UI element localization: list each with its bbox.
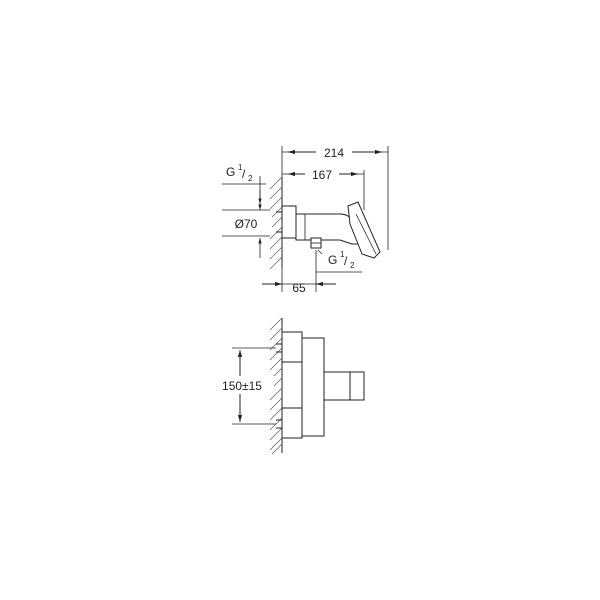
mixer-body-front bbox=[301, 337, 325, 437]
svg-text:/: / bbox=[242, 167, 246, 181]
svg-text:G: G bbox=[226, 165, 235, 179]
svg-text:2: 2 bbox=[350, 261, 355, 270]
svg-text:G: G bbox=[328, 253, 337, 267]
svg-text:1: 1 bbox=[340, 250, 345, 259]
dim-body-label: 167 bbox=[312, 168, 332, 182]
dim-diameter-label: Ø70 bbox=[235, 217, 258, 231]
lever-tip bbox=[349, 371, 365, 401]
svg-text:/: / bbox=[344, 254, 348, 268]
svg-text:2: 2 bbox=[248, 174, 253, 183]
front-view: 150±15 bbox=[210, 317, 365, 455]
svg-text:1: 1 bbox=[238, 163, 243, 172]
wall-connector bbox=[281, 205, 297, 239]
dim-overall-label: 214 bbox=[324, 146, 344, 160]
top-view: 214 167 G 1 / 2 Ø70 G 1 / 2 bbox=[222, 144, 389, 295]
upper-wall-connector bbox=[281, 331, 303, 363]
thread-left-label: G 1 / 2 bbox=[226, 163, 253, 183]
dim-outlet-label: 65 bbox=[292, 281, 306, 295]
lower-wall-connector bbox=[281, 407, 303, 439]
dim-centres-label: 150±15 bbox=[222, 379, 262, 393]
thread-outlet-label: G 1 / 2 bbox=[328, 250, 355, 270]
